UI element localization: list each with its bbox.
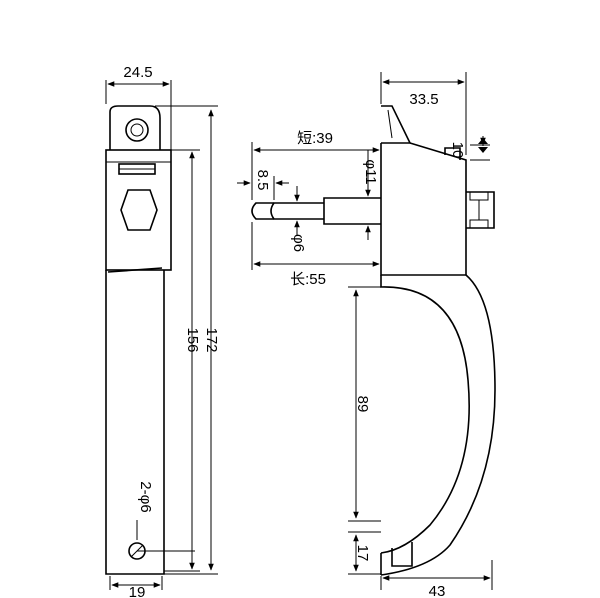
side-latch-notch-bottom bbox=[469, 219, 489, 228]
side-wedge-line bbox=[387, 109, 393, 139]
side-view: 33.5 10 短:39 长:55 φ11 φ6 8.5 bbox=[237, 72, 496, 598]
label-diameter-large: φ11 bbox=[362, 159, 379, 184]
arrow-head bbox=[478, 138, 488, 144]
label-width-bottom: 19 bbox=[129, 584, 146, 598]
front-top-cap bbox=[109, 105, 161, 150]
label-diameter-small: φ6 bbox=[290, 234, 307, 252]
label-width-top: 24.5 bbox=[123, 64, 152, 81]
label-hole-note: 2-φ6 bbox=[137, 481, 154, 512]
front-button bbox=[120, 189, 158, 231]
side-top-tab bbox=[444, 147, 461, 160]
side-foot-block bbox=[391, 542, 413, 567]
front-pivot-inner bbox=[130, 123, 144, 137]
label-grip-height: 89 bbox=[354, 396, 371, 413]
label-offset-right: 10 bbox=[449, 142, 466, 159]
side-pin-tip bbox=[251, 202, 274, 220]
side-lock-body bbox=[380, 142, 467, 276]
front-handle-bar bbox=[105, 270, 165, 575]
arrow-head bbox=[478, 147, 488, 153]
label-base-depth: 43 bbox=[429, 583, 446, 598]
label-foot-height: 17 bbox=[354, 545, 371, 562]
side-top-wedge bbox=[381, 105, 412, 144]
side-latch-block bbox=[466, 191, 495, 229]
side-grip-outer bbox=[380, 274, 496, 576]
side-grip-inner bbox=[380, 275, 470, 554]
front-pivot-outer bbox=[125, 118, 149, 142]
front-lock-body bbox=[105, 149, 172, 271]
label-long-length: 长:55 bbox=[290, 271, 326, 288]
side-pin-small bbox=[270, 202, 324, 220]
label-height-total: 172 bbox=[203, 327, 220, 352]
label-tip-length: 8.5 bbox=[254, 170, 271, 191]
label-short-length: 短:39 bbox=[297, 130, 333, 147]
side-latch-notch-top bbox=[469, 192, 489, 201]
label-depth-top: 33.5 bbox=[409, 91, 438, 108]
front-view: 24.5 19 156 172 2-φ6 bbox=[105, 64, 220, 598]
label-height-inner: 156 bbox=[184, 327, 201, 352]
side-pin-large bbox=[323, 197, 381, 225]
front-handle-joint bbox=[107, 267, 163, 273]
